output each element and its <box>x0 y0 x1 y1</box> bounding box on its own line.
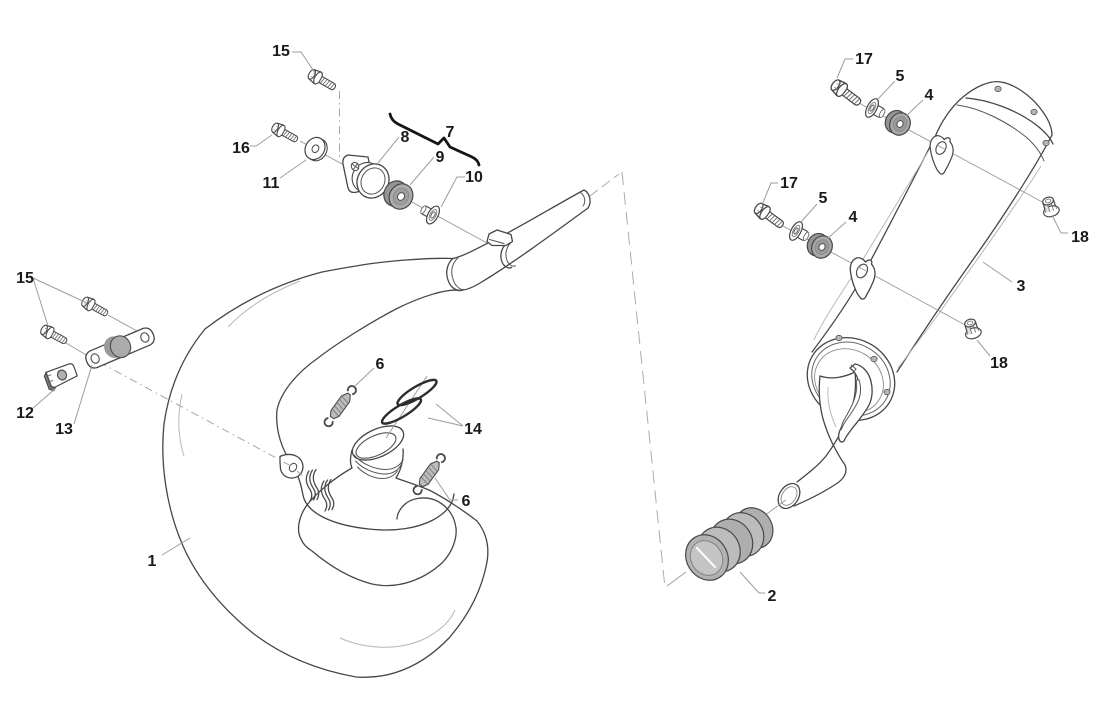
svg-text:16: 16 <box>232 140 250 157</box>
svg-text:18: 18 <box>1071 229 1089 246</box>
svg-text:13: 13 <box>55 421 73 438</box>
svg-text:17: 17 <box>780 175 798 192</box>
svg-text:4: 4 <box>925 87 934 104</box>
svg-text:18: 18 <box>990 355 1008 372</box>
svg-text:1: 1 <box>148 553 157 570</box>
svg-text:6: 6 <box>376 356 385 373</box>
svg-text:17: 17 <box>855 51 873 68</box>
svg-text:7: 7 <box>446 124 455 141</box>
svg-text:8: 8 <box>401 129 410 146</box>
svg-text:3: 3 <box>1017 278 1026 295</box>
svg-text:14: 14 <box>464 421 482 438</box>
svg-text:11: 11 <box>263 175 280 192</box>
svg-text:4: 4 <box>849 209 858 226</box>
svg-text:6: 6 <box>462 493 471 510</box>
svg-text:15: 15 <box>272 43 290 60</box>
svg-text:2: 2 <box>768 588 777 605</box>
svg-text:10: 10 <box>465 169 483 186</box>
svg-text:9: 9 <box>436 149 445 166</box>
svg-text:5: 5 <box>896 68 905 85</box>
svg-text:12: 12 <box>16 405 34 422</box>
svg-text:15: 15 <box>16 270 34 287</box>
svg-text:5: 5 <box>819 190 828 207</box>
